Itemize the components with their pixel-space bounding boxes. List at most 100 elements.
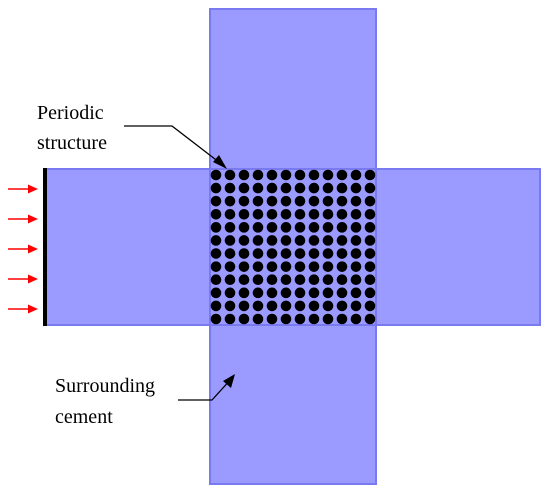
scatterer-dot bbox=[280, 287, 292, 299]
scatterer-dot bbox=[210, 261, 222, 272]
label-periodic-structure: Periodic structure bbox=[37, 102, 107, 154]
scatterer-dot bbox=[224, 300, 236, 312]
scatterer-dot bbox=[210, 313, 222, 325]
scatterer-dot bbox=[224, 248, 236, 259]
scatterer-dot bbox=[224, 261, 236, 272]
pointer-periodic-structure bbox=[124, 125, 225, 167]
scatterer-dot bbox=[280, 235, 292, 246]
scatterer-dot bbox=[224, 274, 236, 286]
scatterer-dot bbox=[238, 300, 250, 312]
scatterer-dot bbox=[308, 313, 320, 325]
scatterer-dot bbox=[238, 287, 250, 299]
scatterer-dot bbox=[364, 261, 376, 272]
scatterer-dot bbox=[252, 300, 264, 312]
scatterer-dot bbox=[252, 222, 264, 233]
cement-center-region bbox=[209, 168, 377, 326]
scatterer-dot bbox=[322, 208, 334, 220]
scatterer-dot bbox=[308, 261, 320, 272]
scatterer-dot bbox=[308, 208, 320, 220]
label-cement-line-1: Surrounding bbox=[55, 375, 155, 397]
scatterer-dot bbox=[336, 248, 348, 259]
scatterer-dot bbox=[322, 313, 334, 325]
scatterer-dot bbox=[238, 208, 250, 220]
scatterer-dot bbox=[294, 274, 306, 286]
scatterer-dot bbox=[266, 261, 278, 272]
scatterer-dot bbox=[308, 235, 320, 246]
scatterer-dot bbox=[224, 235, 236, 246]
scatterer-dot bbox=[266, 287, 278, 299]
scatterer-dot bbox=[252, 195, 264, 207]
scatterer-dot bbox=[266, 169, 278, 181]
periodic-scatterer-lattice bbox=[210, 169, 376, 325]
scatterer-dot bbox=[280, 300, 292, 312]
scatterer-dot bbox=[266, 313, 278, 325]
scatterer-dot bbox=[224, 169, 236, 181]
scatterer-dot bbox=[210, 222, 222, 233]
scatterer-dot bbox=[350, 222, 362, 233]
scatterer-dot bbox=[364, 300, 376, 312]
scatterer-dot bbox=[308, 182, 320, 194]
scatterer-dot bbox=[350, 169, 362, 181]
scatterer-dot bbox=[322, 261, 334, 272]
label-surrounding-cement: Surrounding cement bbox=[55, 375, 155, 428]
cement-arm-bottom bbox=[209, 324, 377, 485]
scatterer-dot bbox=[210, 274, 222, 286]
scatterer-dot bbox=[266, 235, 278, 246]
scatterer-dot bbox=[238, 261, 250, 272]
scatterer-dot bbox=[280, 208, 292, 220]
scatterer-dot bbox=[224, 208, 236, 220]
cement-arm-right bbox=[375, 168, 541, 326]
scatterer-dot bbox=[364, 169, 376, 181]
scatterer-dot bbox=[350, 313, 362, 325]
scatterer-dot bbox=[336, 169, 348, 181]
scatterer-dot bbox=[238, 222, 250, 233]
scatterer-dot bbox=[364, 287, 376, 299]
scatterer-dot bbox=[252, 235, 264, 246]
scatterer-dot bbox=[350, 274, 362, 286]
scatterer-dot bbox=[294, 182, 306, 194]
scatterer-dot bbox=[210, 169, 222, 181]
scatterer-dot bbox=[210, 195, 222, 207]
scatterer-dot bbox=[210, 235, 222, 246]
scatterer-dot bbox=[350, 208, 362, 220]
scatterer-dot bbox=[252, 261, 264, 272]
scatterer-dot bbox=[252, 248, 264, 259]
incident-wave-arrows bbox=[8, 184, 38, 314]
scatterer-dot bbox=[308, 248, 320, 259]
scatterer-dot bbox=[336, 235, 348, 246]
scatterer-dot bbox=[350, 235, 362, 246]
scatterer-dot bbox=[238, 248, 250, 259]
scatterer-dot bbox=[238, 313, 250, 325]
scatterer-dot bbox=[238, 274, 250, 286]
scatterer-dot bbox=[364, 208, 376, 220]
label-cement-line-2: cement bbox=[55, 406, 113, 428]
scatterer-dot bbox=[266, 195, 278, 207]
scatterer-dot bbox=[294, 222, 306, 233]
scatterer-dot bbox=[280, 195, 292, 207]
scatterer-dot bbox=[294, 195, 306, 207]
scatterer-dot bbox=[322, 169, 334, 181]
scatterer-dot bbox=[266, 208, 278, 220]
incident-arrow-icon bbox=[8, 274, 38, 284]
scatterer-dot bbox=[336, 287, 348, 299]
pointer-cement-arrowhead bbox=[223, 374, 235, 388]
scatterer-dot bbox=[364, 182, 376, 194]
scatterer-dot bbox=[336, 300, 348, 312]
scatterer-dot bbox=[252, 313, 264, 325]
scatterer-dot bbox=[336, 274, 348, 286]
incident-arrow-icon bbox=[8, 244, 38, 254]
scatterer-dot bbox=[252, 182, 264, 194]
scatterer-dot bbox=[336, 182, 348, 194]
scatterer-dot bbox=[280, 248, 292, 259]
scatterer-dot bbox=[364, 274, 376, 286]
scatterer-dot bbox=[280, 222, 292, 233]
incident-arrow-icon bbox=[8, 184, 38, 194]
scatterer-dot bbox=[350, 182, 362, 194]
scatterer-dot bbox=[294, 287, 306, 299]
scatterer-dot bbox=[364, 222, 376, 233]
scatterer-dot bbox=[252, 208, 264, 220]
scatterer-dot bbox=[322, 222, 334, 233]
scatterer-dot bbox=[364, 313, 376, 325]
scatterer-dot bbox=[294, 313, 306, 325]
